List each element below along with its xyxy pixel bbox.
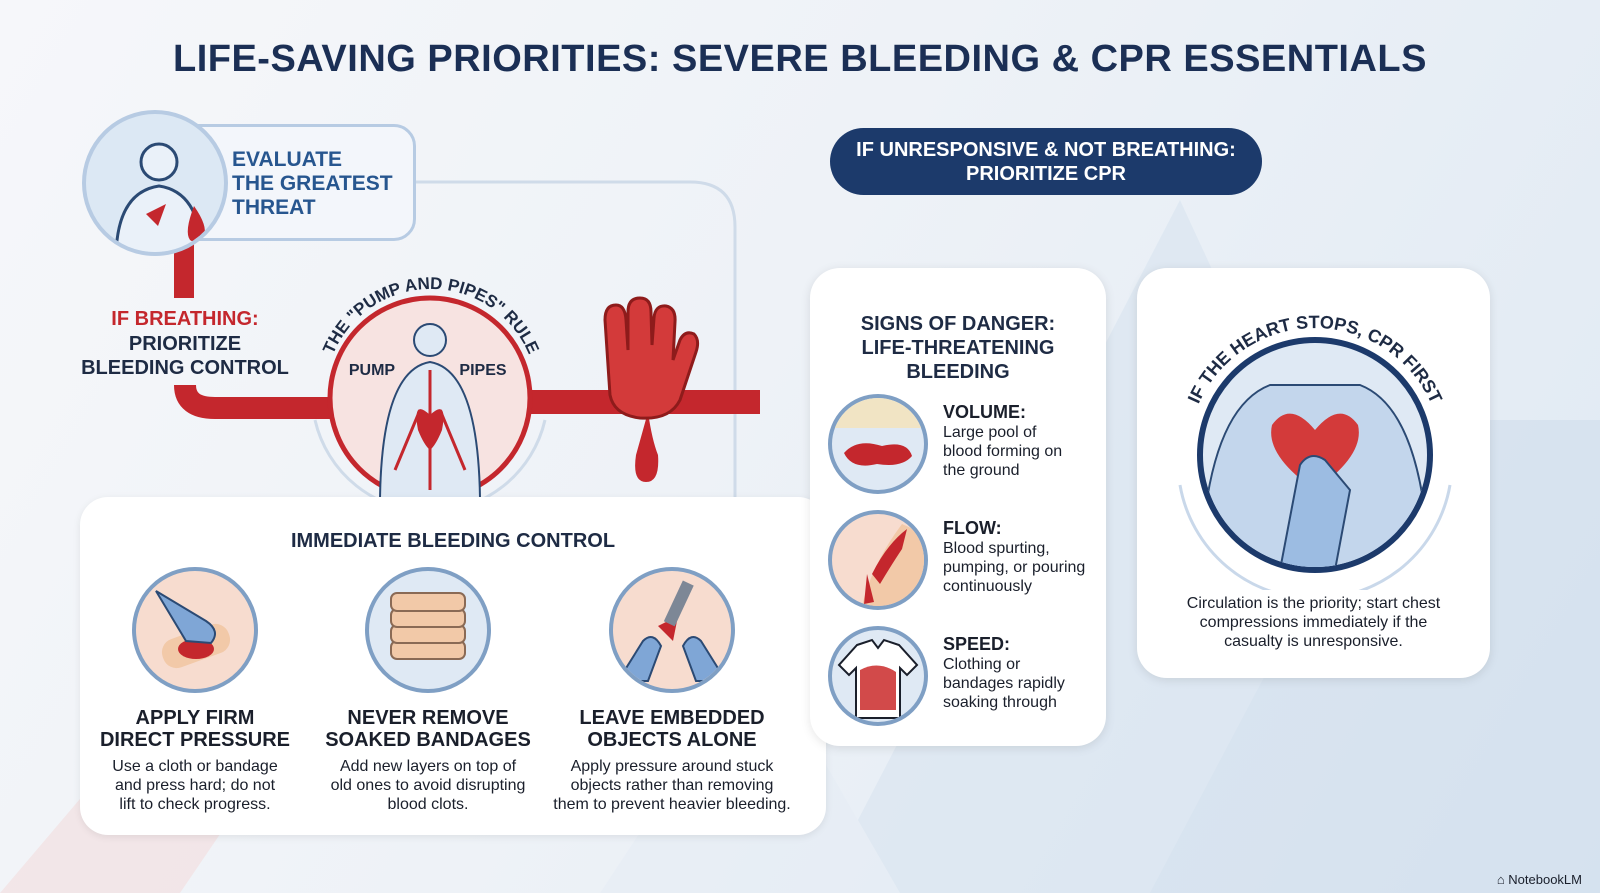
brand-text: NotebookLM	[1508, 872, 1582, 887]
step-desc: them to prevent heavier bleeding.	[553, 796, 791, 813]
step-title: NEVER REMOVE	[347, 707, 509, 729]
step-title: OBJECTS ALONE	[587, 729, 757, 751]
step-title: LEAVE EMBEDDED	[579, 707, 765, 729]
stop-hand-icon	[603, 296, 700, 420]
flow-connectors	[174, 180, 760, 500]
sign-desc: blood forming on	[943, 443, 1063, 460]
sign-desc: Blood spurting,	[943, 540, 1050, 557]
embedded-object-icon	[609, 567, 735, 693]
bleeding-control-heading: IMMEDIATE BLEEDING CONTROL	[290, 530, 616, 552]
sign-desc: the ground	[943, 462, 1020, 479]
evaluate-line: THREAT	[232, 196, 316, 219]
pump-pipes-diagram: THE "PUMP AND PIPES" RULE PUMP PIPES	[313, 274, 547, 510]
cpr-priority-pill: IF UNRESPONSIVE & NOT BREATHING: PRIORIT…	[830, 128, 1262, 195]
cpr-pill-line: IF UNRESPONSIVE & NOT BREATHING:	[856, 139, 1236, 161]
spurting-blood-icon	[828, 510, 928, 610]
signs-heading-line: LIFE-THREATENING	[861, 337, 1055, 359]
step-desc: lift to check progress.	[119, 796, 271, 813]
step-title: SOAKED BANDAGES	[325, 729, 531, 751]
notebooklm-brand: ⌂ NotebookLM	[1497, 872, 1582, 887]
cpr-description: Circulation is the priority; start chest…	[1160, 594, 1467, 651]
person-bleeding-icon	[82, 110, 228, 256]
cpr-desc-line: Circulation is the priority; start chest	[1186, 595, 1441, 612]
sign-desc: continuously	[943, 578, 1032, 595]
page-title: LIFE-SAVING PRIORITIES: SEVERE BLEEDING …	[172, 38, 1427, 80]
stacked-bandages-icon	[365, 567, 491, 693]
hand-pressing-bandage-icon	[132, 567, 258, 693]
sign-desc: soaking through	[943, 694, 1057, 711]
evaluate-line: THE GREATEST	[232, 172, 393, 195]
step-desc: Add new layers on top of	[339, 758, 517, 775]
step-desc: objects rather than removing	[570, 777, 774, 794]
signs-heading: SIGNS OF DANGER: LIFE-THREATENING BLEEDI…	[810, 312, 1106, 384]
breathing-action: PRIORITIZE BLEEDING CONTROL	[70, 332, 300, 380]
sign-desc: Clothing or	[943, 656, 1021, 673]
pipes-label: PIPES	[459, 362, 506, 379]
soaked-shirt-icon	[828, 626, 928, 726]
step-title: DIRECT PRESSURE	[99, 729, 291, 751]
step-desc: Apply pressure around stuck	[570, 758, 774, 775]
sign-desc: bandages rapidly	[943, 675, 1065, 692]
sign-title: SPEED:	[943, 634, 1011, 654]
blood-pool-icon	[828, 394, 928, 494]
sign-title: VOLUME:	[943, 402, 1026, 422]
sign-desc: pumping, or pouring	[943, 559, 1086, 576]
pump-label: PUMP	[349, 362, 396, 379]
sign-speed: SPEED: Clothing or bandages rapidly soaking…	[828, 626, 1108, 726]
step-desc: and press hard; do not	[114, 777, 276, 794]
step-title: APPLY FIRM	[135, 707, 255, 729]
signs-heading-line: BLEEDING	[906, 361, 1010, 383]
cpr-pill-line: PRIORITIZE CPR	[965, 163, 1126, 185]
evaluate-threat-text: EVALUATE THE GREATEST THREAT	[232, 148, 393, 220]
step-desc: Use a cloth or bandage	[112, 758, 278, 775]
chest-compression-icon: IF THE HEART STOPS, CPR FIRST	[1178, 312, 1452, 590]
evaluate-line: EVALUATE	[232, 148, 343, 171]
breathing-action-line: PRIORITIZE	[128, 333, 242, 355]
sign-volume: VOLUME: Large pool of blood forming on the …	[828, 394, 1108, 494]
cpr-desc-line: compressions immediately if the	[1199, 614, 1428, 631]
signs-heading-line: SIGNS OF DANGER:	[860, 313, 1056, 335]
step-desc: old ones to avoid disrupting	[330, 777, 526, 794]
sign-flow: FLOW: Blood spurting, pumping, or pouring c…	[828, 510, 1108, 610]
cpr-desc-line: casualty is unresponsive.	[1224, 633, 1403, 650]
sign-desc: Large pool of	[943, 424, 1037, 441]
notebooklm-logo-icon: ⌂	[1496, 872, 1509, 887]
breathing-condition: IF BREATHING:	[111, 308, 259, 330]
sign-title: FLOW:	[943, 518, 1002, 538]
step-desc: blood clots.	[387, 796, 469, 813]
breathing-action-line: BLEEDING CONTROL	[81, 357, 289, 379]
